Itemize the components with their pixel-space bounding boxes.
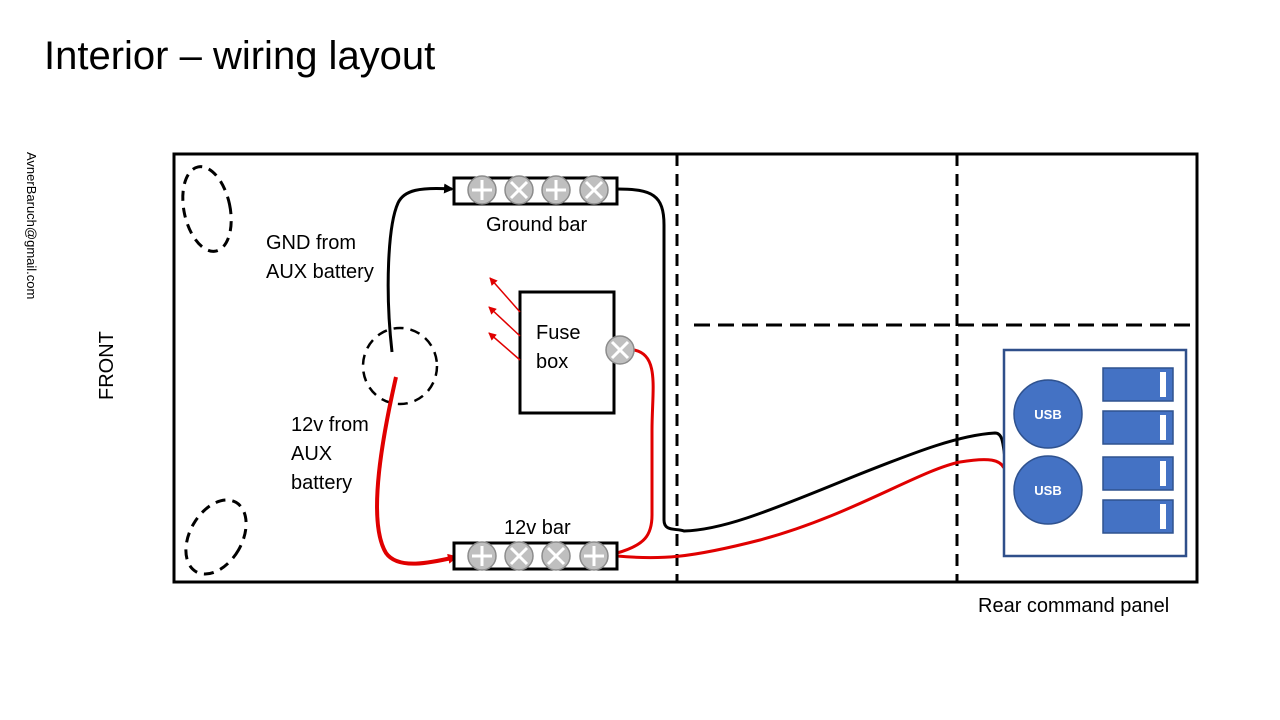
rocker-switch (1102, 456, 1174, 491)
terminal (504, 541, 534, 571)
gnd-label-line2: AUX battery (266, 261, 374, 283)
terminal (467, 541, 497, 571)
fuse-box-label-line1: Fuse (536, 322, 580, 344)
fuse-box-label-line2: box (536, 351, 568, 373)
fuse-box (518, 290, 616, 415)
rocker-switch (1102, 367, 1174, 402)
terminal (467, 175, 497, 205)
slide-title: Interior – wiring layout (44, 34, 436, 78)
usb-port: USB (1013, 379, 1083, 449)
v12-wire-in (375, 376, 458, 566)
v12-bar-label: 12v bar (504, 517, 571, 539)
terminal (541, 541, 571, 571)
battery-passthrough (361, 326, 439, 406)
ground-bar-terminals (467, 175, 609, 205)
gnd-wire-in (386, 183, 454, 353)
usb-label: USB (1034, 483, 1061, 498)
gnd-label-line1: GND from (266, 232, 356, 254)
front-left-well (181, 165, 233, 253)
v12-label-line2: AUX (291, 443, 332, 465)
rocker-switch (1102, 410, 1174, 445)
heat-arrows (488, 277, 521, 361)
vehicle-outline (172, 152, 1199, 584)
terminal (541, 175, 571, 205)
v12-wire-out (616, 458, 1006, 560)
v12-label-line3: battery (291, 472, 352, 494)
terminal (504, 175, 534, 205)
v12-bar-terminals (467, 541, 609, 571)
usb-port: USB (1013, 455, 1083, 525)
gnd-wire-out (616, 187, 1007, 533)
front-right-well (184, 498, 248, 576)
usb-label: USB (1034, 407, 1061, 422)
fuse-box-terminal (605, 335, 635, 365)
fuse-to-bar-wire (616, 348, 655, 555)
terminal (579, 175, 609, 205)
rocker-switch (1102, 499, 1174, 534)
ground-bar-label: Ground bar (486, 214, 588, 236)
rear-panel-label: Rear command panel (978, 595, 1169, 617)
v12-label-line1: 12v from (291, 414, 369, 436)
terminal (579, 541, 609, 571)
